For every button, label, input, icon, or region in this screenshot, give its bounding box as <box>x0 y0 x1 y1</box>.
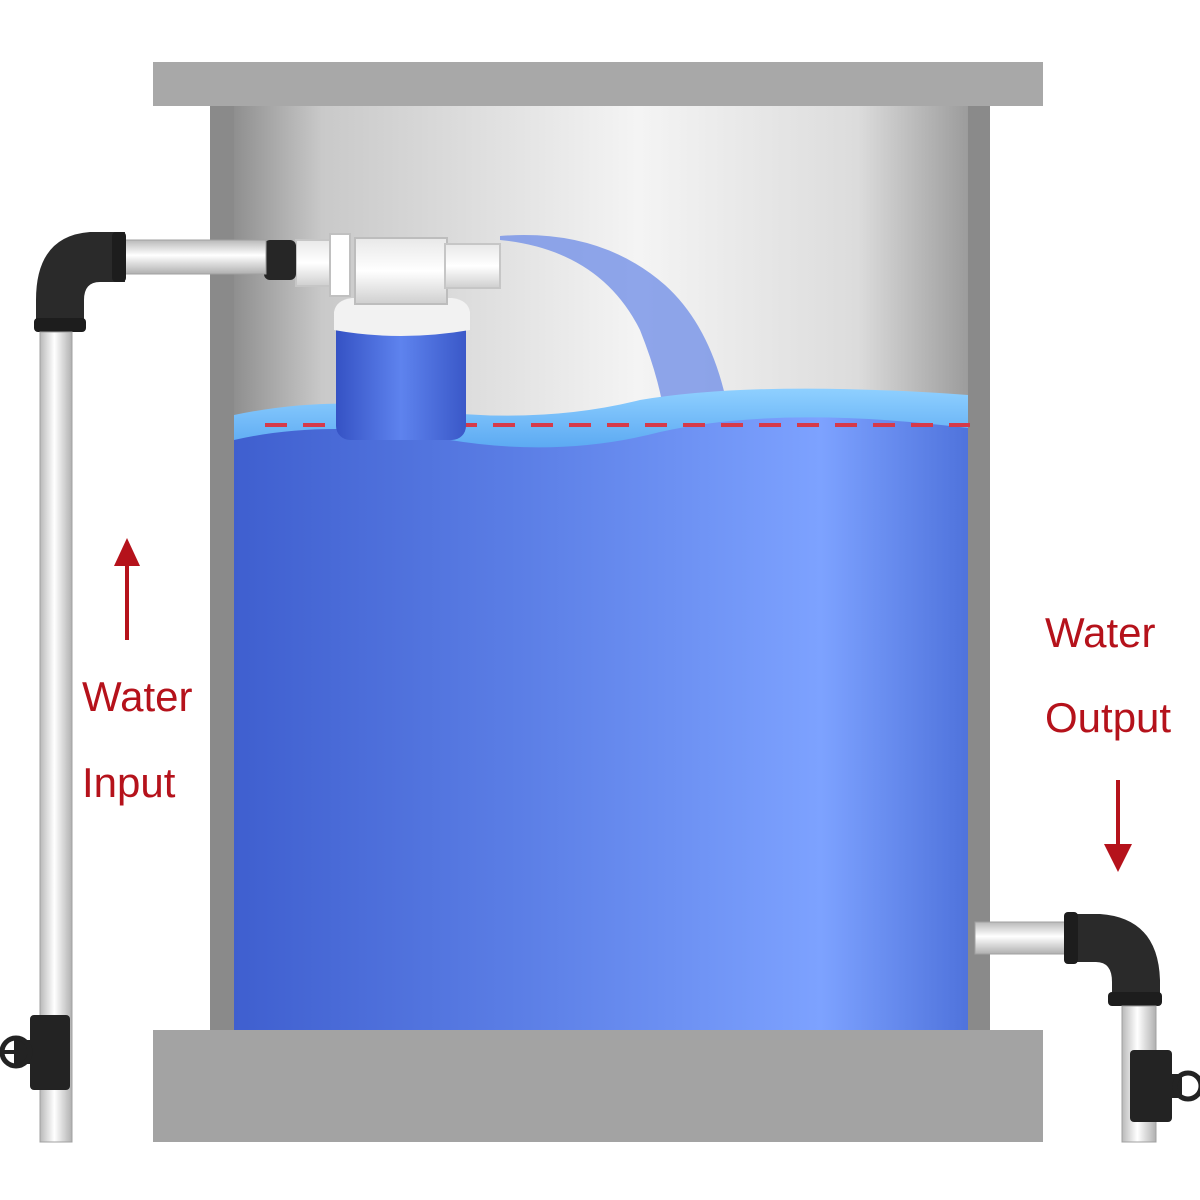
float-valve <box>264 233 501 440</box>
water-body <box>234 417 968 1030</box>
outlet-valve-handwheel-icon <box>1172 1070 1200 1102</box>
input-label-line-1: Water <box>82 673 193 720</box>
output-label-line-2: Output <box>1045 694 1172 741</box>
float-top-cap <box>334 298 470 336</box>
output-label-line-1: Water <box>1045 609 1156 656</box>
inlet-elbow-ring-top <box>112 232 126 282</box>
tank-base <box>153 1030 1043 1142</box>
input-label-line-2: Input <box>82 759 176 806</box>
input-arrow-icon <box>114 538 140 640</box>
float-body <box>336 312 466 440</box>
inlet-pipe-horizontal <box>119 239 267 275</box>
inlet-elbow-ring-bottom <box>34 318 86 332</box>
inlet-shutoff-valve <box>0 1015 70 1090</box>
tank-right-wall <box>968 106 990 1030</box>
outlet-pipe-horizontal <box>974 921 1076 955</box>
inlet-pipe-elbow <box>36 232 125 330</box>
outlet-shutoff-valve <box>1130 1050 1200 1122</box>
inlet-pipe-vertical <box>39 331 73 1143</box>
outlet-pipe <box>974 912 1200 1143</box>
valve-housing <box>354 237 448 305</box>
tank-lid <box>153 62 1043 106</box>
inlet-pipe <box>0 232 267 1143</box>
valve-outlet <box>444 243 501 289</box>
output-arrow-icon <box>1104 780 1132 872</box>
outlet-pipe-elbow <box>1068 914 1160 1005</box>
valve-dark-coupling <box>264 240 296 280</box>
outlet-elbow-ring-left <box>1064 912 1078 964</box>
outlet-elbow-ring-bottom <box>1108 992 1162 1006</box>
valve-collar <box>329 233 351 297</box>
water-stream <box>500 235 730 420</box>
inlet-valve-handwheel-icon <box>0 1035 33 1069</box>
